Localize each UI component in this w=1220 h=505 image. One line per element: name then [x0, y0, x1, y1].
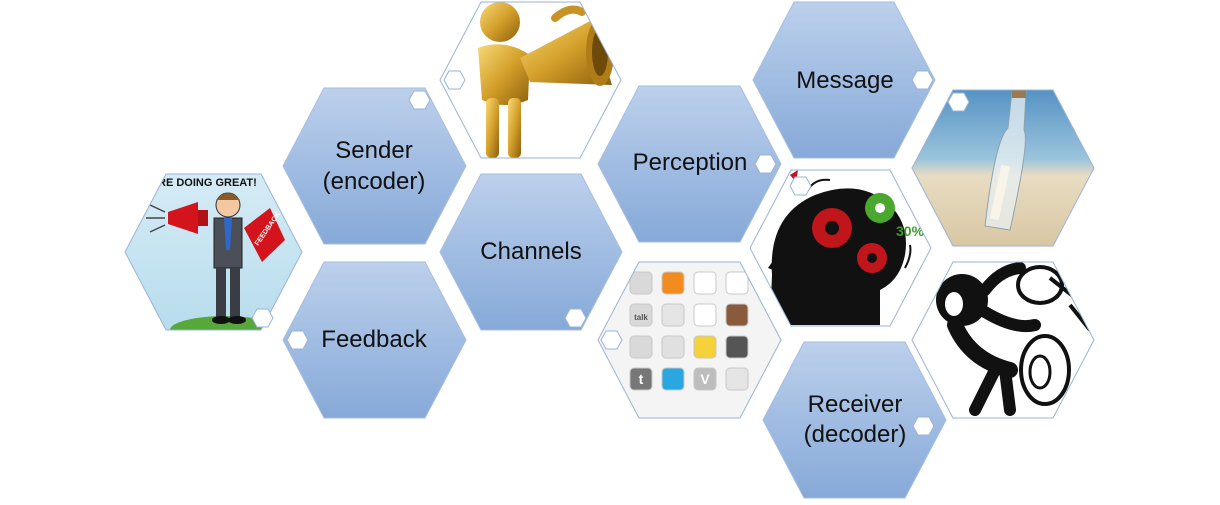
picture-shouting-figure [911, 261, 1095, 419]
hexagon-feedback-shape [282, 261, 467, 419]
social-tile [725, 271, 749, 295]
hexagon-message-label: Message [796, 67, 893, 94]
hexagon-channels-shape [439, 173, 623, 331]
hexagon-perception: Perception [597, 85, 782, 243]
social-tile-label: V [700, 371, 710, 387]
hexagon-message-shape [752, 1, 936, 159]
head-gears-icon [768, 170, 912, 325]
social-tile [725, 303, 749, 327]
connector-marker [286, 330, 309, 350]
picture-frame [597, 261, 782, 419]
connector-marker [947, 92, 970, 112]
connector-marker [408, 90, 431, 110]
social-tile [629, 271, 653, 295]
connector-marker [443, 70, 466, 90]
picture-frame [124, 173, 303, 331]
message-in-bottle-icon [984, 90, 1027, 231]
hexagon-perception-shape [597, 85, 782, 243]
feedback-cartoon-caption: RE DOING GREAT! [158, 177, 257, 189]
hexagon-sender-label: Sender [335, 137, 412, 164]
picture-golden-megaphone [439, 1, 622, 159]
golden-figure-megaphone-icon [478, 2, 614, 158]
picture-frame [749, 169, 932, 327]
hexagon-sender-label-line2: (encoder) [323, 168, 426, 195]
connector-marker [754, 154, 777, 174]
hexagon-receiver-label-line2: (decoder) [804, 421, 907, 448]
hexagon-channels: Channels [439, 173, 623, 331]
social-tile [725, 335, 749, 359]
hexagon-receiver: Receiver (decoder) [762, 341, 947, 499]
social-tile [661, 367, 685, 391]
social-tile [693, 335, 717, 359]
connector-marker [911, 70, 934, 90]
social-tile [725, 367, 749, 391]
hexagon-sender: Sender (encoder) [282, 87, 467, 245]
connector-marker [564, 308, 587, 328]
hexagon-receiver-shape [762, 341, 947, 499]
social-tile [693, 367, 717, 391]
connector-marker [789, 176, 812, 196]
hexagon-perception-label: Perception [633, 149, 748, 176]
connector-marker [251, 308, 274, 328]
social-tile [661, 335, 685, 359]
picture-bottle-beach [911, 89, 1095, 247]
picture-frame [439, 1, 622, 159]
connector-marker [912, 416, 935, 436]
shouting-figure-icon [936, 262, 1092, 416]
social-tile [693, 271, 717, 295]
social-tile-label: t [639, 371, 644, 387]
hexagon-feedback: Feedback [282, 261, 467, 419]
hexagon-receiver-label: Receiver [808, 391, 903, 418]
social-tile-label: talk [634, 313, 648, 322]
hexagon-channels-label: Channels [480, 238, 581, 265]
hexagon-message: Message [752, 1, 936, 159]
hexagon-feedback-label: Feedback [321, 326, 427, 353]
megaphone-man-icon [146, 192, 285, 324]
picture-head-gears: 30% [749, 169, 932, 327]
picture-feedback-cartoon: RE DOING GREAT! FEEDBACK [124, 173, 303, 331]
social-tile [629, 335, 653, 359]
social-tile [693, 303, 717, 327]
head-gears-percent: 30% [896, 223, 925, 239]
social-tile [661, 303, 685, 327]
connector-marker [600, 330, 623, 350]
social-media-grid-icon: talk t V [598, 262, 781, 418]
hexagon-sender-shape [282, 87, 467, 245]
picture-frame [911, 261, 1095, 419]
social-tile [629, 367, 653, 391]
picture-frame [911, 89, 1095, 247]
picture-social-icons: talk t V [597, 261, 782, 419]
social-tile [629, 303, 653, 327]
social-tile [661, 271, 685, 295]
